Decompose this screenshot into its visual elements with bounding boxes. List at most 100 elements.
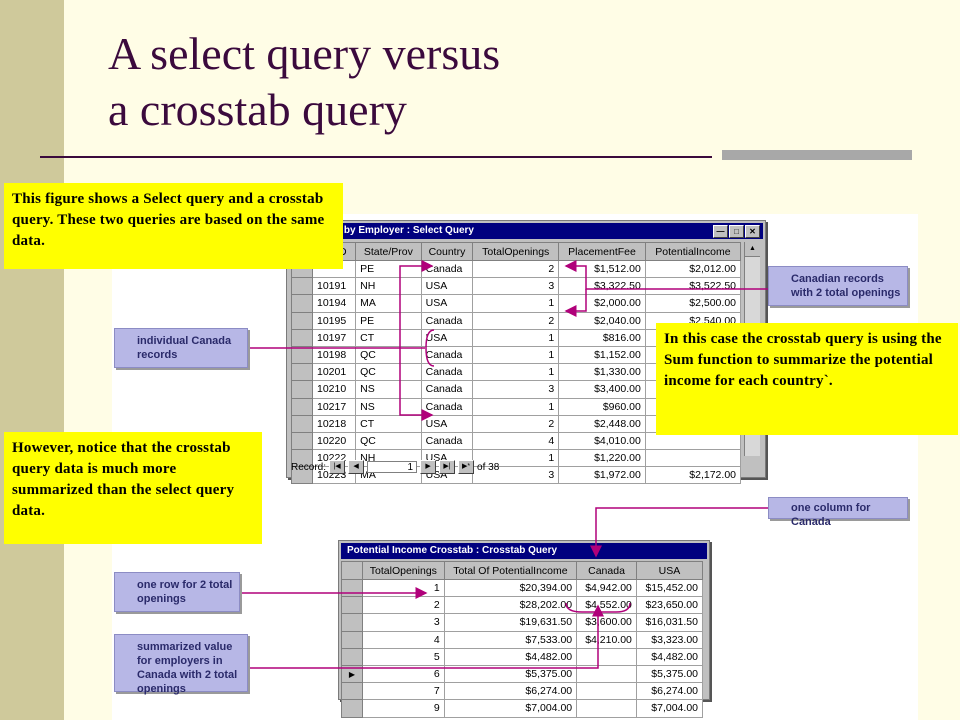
table-cell[interactable]: Canada (420, 431, 474, 451)
table-cell[interactable]: $2,040.00 (558, 311, 646, 330)
table-cell[interactable]: 4 (362, 630, 445, 649)
table-cell[interactable]: Canada (420, 259, 474, 279)
table-cell[interactable]: 1 (472, 294, 560, 313)
row-selector[interactable] (291, 431, 313, 451)
table-cell[interactable]: $2,448.00 (558, 414, 646, 433)
next-record-icon[interactable]: ▶ (420, 460, 437, 474)
table-cell[interactable]: USA (420, 328, 474, 347)
table-cell[interactable] (576, 647, 637, 666)
table-cell[interactable]: 3 (472, 466, 560, 485)
maximize-icon[interactable]: □ (729, 225, 744, 238)
table-cell[interactable]: $816.00 (558, 328, 646, 347)
table-cell[interactable]: 2 (472, 311, 560, 330)
table-cell[interactable]: 9 (362, 699, 445, 718)
table-cell[interactable]: $2,012.00 (644, 259, 742, 279)
table-cell[interactable]: $960.00 (558, 397, 646, 416)
table-cell[interactable]: MA (355, 294, 422, 313)
table-cell[interactable]: 4 (472, 431, 560, 451)
table-cell[interactable]: 1 (472, 328, 560, 347)
table-cell[interactable]: 10191 (311, 277, 357, 296)
table-cell[interactable]: $2,500.00 (644, 294, 742, 313)
table-cell[interactable]: 10220 (311, 431, 357, 451)
row-selector[interactable] (291, 466, 313, 485)
table-cell[interactable]: $5,375.00 (635, 664, 704, 684)
table-cell[interactable]: 2 (362, 596, 445, 615)
table-cell[interactable]: $1,152.00 (558, 345, 646, 365)
row-selector[interactable] (291, 363, 313, 382)
table-cell[interactable]: Canada (420, 397, 474, 416)
table-cell[interactable]: 10198 (311, 345, 357, 365)
table-cell[interactable]: Canada (420, 380, 474, 399)
first-record-icon[interactable]: |◀ (329, 460, 346, 474)
column-header[interactable]: Total Of PotentialIncome (443, 561, 578, 580)
table-cell[interactable]: 3 (472, 277, 560, 296)
row-selector[interactable] (341, 699, 363, 718)
table-cell[interactable]: $6,274.00 (443, 682, 578, 701)
table-cell[interactable]: $6,274.00 (635, 682, 704, 701)
table-cell[interactable]: PE (355, 259, 422, 279)
column-header[interactable]: PotentialIncome (644, 242, 742, 261)
table-cell[interactable]: USA (420, 414, 474, 433)
table-cell[interactable]: $20,394.00 (443, 578, 578, 598)
table-cell[interactable]: $15,452.00 (635, 578, 704, 598)
table-cell[interactable] (644, 449, 742, 468)
new-record-icon[interactable]: ▶* (458, 460, 475, 474)
table-cell[interactable]: $3,322.50 (558, 277, 646, 296)
last-record-icon[interactable]: ▶| (439, 460, 456, 474)
column-header[interactable]: TotalOpenings (362, 561, 445, 580)
table-cell[interactable]: $1,512.00 (558, 259, 646, 279)
row-selector[interactable] (291, 345, 313, 365)
scroll-up-icon[interactable]: ▲ (745, 242, 760, 257)
table-cell[interactable]: 1 (362, 578, 445, 598)
table-cell[interactable]: $4,552.00 (576, 596, 637, 615)
table-cell[interactable]: NS (355, 380, 422, 399)
table-cell[interactable]: $4,482.00 (635, 647, 704, 666)
table-cell[interactable]: 10195 (311, 311, 357, 330)
column-header[interactable]: PlacementFee (558, 242, 646, 261)
table-cell[interactable]: $4,482.00 (443, 647, 578, 666)
table-row[interactable]: 2$28,202.00$4,552.00$23,650.00 (341, 596, 704, 615)
table-cell[interactable]: 1 (472, 345, 560, 365)
table-cell[interactable]: 10218 (311, 414, 357, 433)
table-cell[interactable]: QC (355, 431, 422, 451)
table-row[interactable]: 4$7,533.00$4,210.00$3,323.00 (341, 630, 704, 649)
row-selector[interactable] (291, 311, 313, 330)
table-cell[interactable]: CT (355, 414, 422, 433)
prev-record-icon[interactable]: ◀ (348, 460, 365, 474)
current-row-icon[interactable]: ▶ (341, 664, 363, 684)
table-cell[interactable]: 10201 (311, 363, 357, 382)
table-cell[interactable]: QC (355, 345, 422, 365)
table-cell[interactable]: CT (355, 328, 422, 347)
table-cell[interactable]: $4,210.00 (576, 630, 637, 649)
table-cell[interactable]: PE (355, 311, 422, 330)
table-cell[interactable]: 3 (362, 613, 445, 632)
column-header[interactable]: State/Prov (355, 242, 422, 261)
table-row[interactable]: 5$4,482.00$4,482.00 (341, 647, 704, 666)
table-cell[interactable]: $19,631.50 (443, 613, 578, 632)
row-selector[interactable] (341, 578, 363, 598)
row-selector[interactable] (341, 596, 363, 615)
table-cell[interactable]: 7 (362, 682, 445, 701)
table-cell[interactable]: $7,004.00 (443, 699, 578, 718)
table-cell[interactable]: Canada (420, 311, 474, 330)
table-row[interactable]: 3$19,631.50$3,600.00$16,031.50 (341, 613, 704, 632)
table-cell[interactable] (576, 664, 637, 684)
table-cell[interactable]: NS (355, 397, 422, 416)
table-row[interactable]: 9$7,004.00$7,004.00 (341, 699, 704, 718)
close-icon[interactable]: ✕ (745, 225, 760, 238)
table-cell[interactable]: 2 (472, 414, 560, 433)
table-cell[interactable]: 10210 (311, 380, 357, 399)
row-selector[interactable] (341, 682, 363, 701)
table-cell[interactable]: $3,522.50 (644, 277, 742, 296)
table-cell[interactable]: $3,323.00 (635, 630, 704, 649)
table-cell[interactable]: 6 (362, 664, 445, 684)
table-cell[interactable]: $7,533.00 (443, 630, 578, 649)
table-cell[interactable]: 5 (362, 647, 445, 666)
table-cell[interactable]: 2 (472, 259, 560, 279)
table-cell[interactable]: 10217 (311, 397, 357, 416)
row-selector[interactable] (291, 277, 313, 296)
table-cell[interactable]: 10222 (311, 449, 357, 468)
